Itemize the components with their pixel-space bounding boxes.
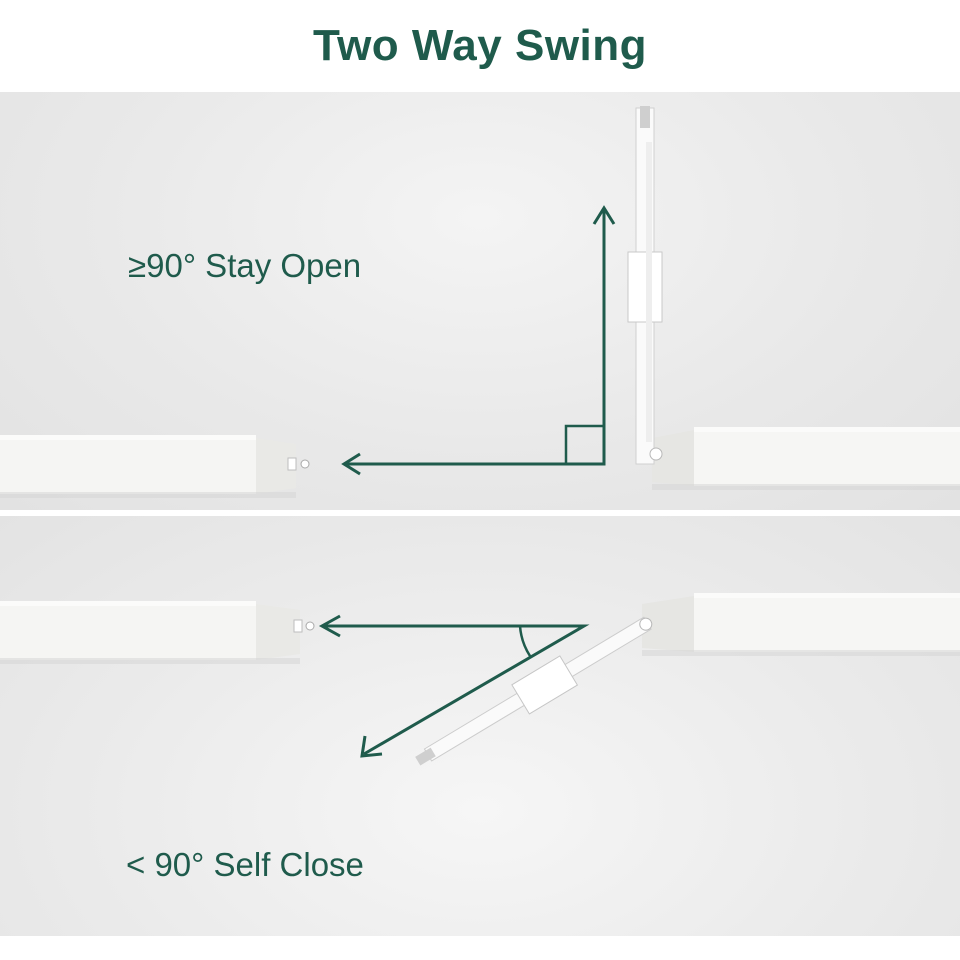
right-angle-arrow-icon xyxy=(341,205,616,476)
right-wall-block xyxy=(652,427,960,490)
right-wall-block xyxy=(642,593,960,656)
self-close-illustration xyxy=(0,593,960,766)
stay-open-scene: ≥90° Stay Open xyxy=(0,92,960,510)
latch-bracket xyxy=(287,457,310,471)
acute-angle-arrow-icon xyxy=(318,614,590,758)
page-title: Two Way Swing xyxy=(312,21,648,70)
stay-open-illustration xyxy=(0,106,960,498)
gate-swinging xyxy=(415,616,653,766)
self-close-caption: < 90° Self Close xyxy=(126,846,364,883)
panel-divider xyxy=(0,510,960,516)
self-close-scene: < 90° Self Close xyxy=(0,516,960,936)
gate-open xyxy=(627,106,663,465)
left-wall-block xyxy=(0,601,300,664)
latch-bracket xyxy=(293,619,315,633)
left-wall-block xyxy=(0,435,296,498)
stay-open-caption: ≥90° Stay Open xyxy=(128,247,362,284)
